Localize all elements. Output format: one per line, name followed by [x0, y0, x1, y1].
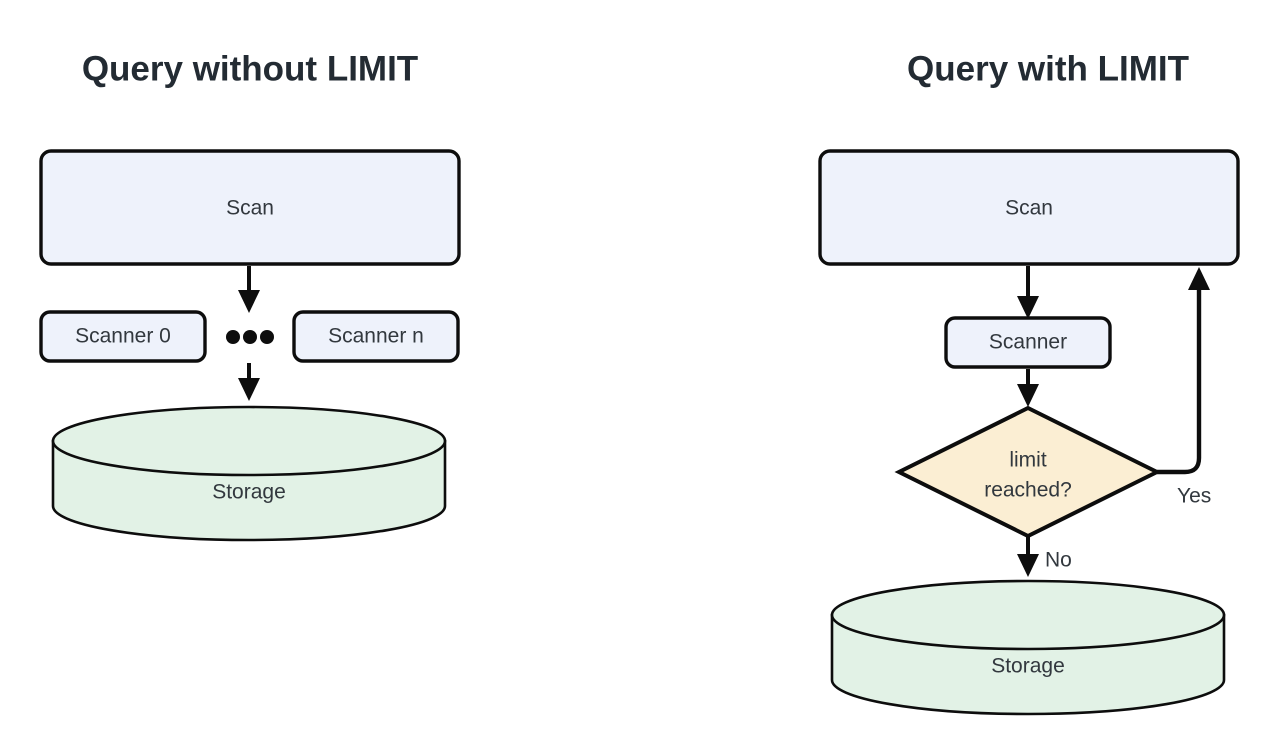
- right-no-edge: No: [1017, 537, 1072, 577]
- left-ellipsis-icon: [226, 330, 274, 344]
- right-no-label: No: [1045, 549, 1072, 572]
- left-storage-cylinder-top[interactable]: [51, 405, 447, 477]
- panel-query-without-limit: Query without LIMIT Scan Scanner 0 Scann…: [39, 49, 461, 542]
- right-scanner-label: Scanner: [989, 331, 1067, 354]
- right-arrow-head-down-1: [1017, 296, 1039, 319]
- right-scan-box[interactable]: [818, 149, 1240, 266]
- right-arrow-head-down-3: [1017, 554, 1039, 577]
- right-storage-node[interactable]: Storage: [830, 579, 1226, 716]
- left-scanner-first-label: Scanner 0: [75, 325, 171, 348]
- left-scanner-last-label: Scanner n: [328, 325, 424, 348]
- left-scanner-to-storage-arrow: [238, 363, 260, 401]
- left-scanner-first-box[interactable]: [39, 310, 207, 363]
- left-storage-label: Storage: [212, 481, 286, 504]
- left-arrow-head-down-1: [238, 290, 260, 313]
- right-arrow-head-up: [1188, 267, 1210, 290]
- right-yes-label: Yes: [1177, 485, 1211, 508]
- right-scanner-node[interactable]: Scanner: [944, 316, 1112, 369]
- right-scan-to-scanner-arrow: [1017, 266, 1039, 319]
- left-panel-title: Query without LIMIT: [82, 49, 418, 88]
- right-decision-node[interactable]: limit reached?: [894, 405, 1162, 539]
- left-scan-box[interactable]: [39, 149, 461, 266]
- right-decision-label-line2: reached?: [984, 479, 1072, 502]
- right-scan-node[interactable]: Scan: [818, 149, 1240, 266]
- left-arrow-head-down-2: [238, 378, 260, 401]
- panel-query-with-limit: Query with LIMIT Scan Scanner limit reac…: [818, 49, 1240, 716]
- left-scanner-first-node[interactable]: Scanner 0: [39, 310, 207, 363]
- right-scan-label: Scan: [1005, 197, 1053, 220]
- right-scanner-to-decision-arrow: [1017, 369, 1039, 407]
- right-decision-diamond[interactable]: [894, 405, 1162, 539]
- right-scanner-box[interactable]: [944, 316, 1112, 369]
- left-scanner-last-box[interactable]: [292, 310, 460, 363]
- left-scan-to-scanner-arrow: [238, 266, 260, 313]
- left-scanner-last-node[interactable]: Scanner n: [292, 310, 460, 363]
- left-scan-label: Scan: [226, 197, 274, 220]
- right-panel-title: Query with LIMIT: [907, 49, 1189, 88]
- right-decision-label-line1: limit: [1009, 449, 1046, 472]
- right-storage-label: Storage: [991, 655, 1065, 678]
- right-yes-edge: Yes: [1157, 267, 1211, 508]
- right-arrow-head-down-2: [1017, 384, 1039, 407]
- left-scan-node[interactable]: Scan: [39, 149, 461, 266]
- right-storage-cylinder-top[interactable]: [830, 579, 1226, 651]
- left-storage-node[interactable]: Storage: [51, 405, 447, 542]
